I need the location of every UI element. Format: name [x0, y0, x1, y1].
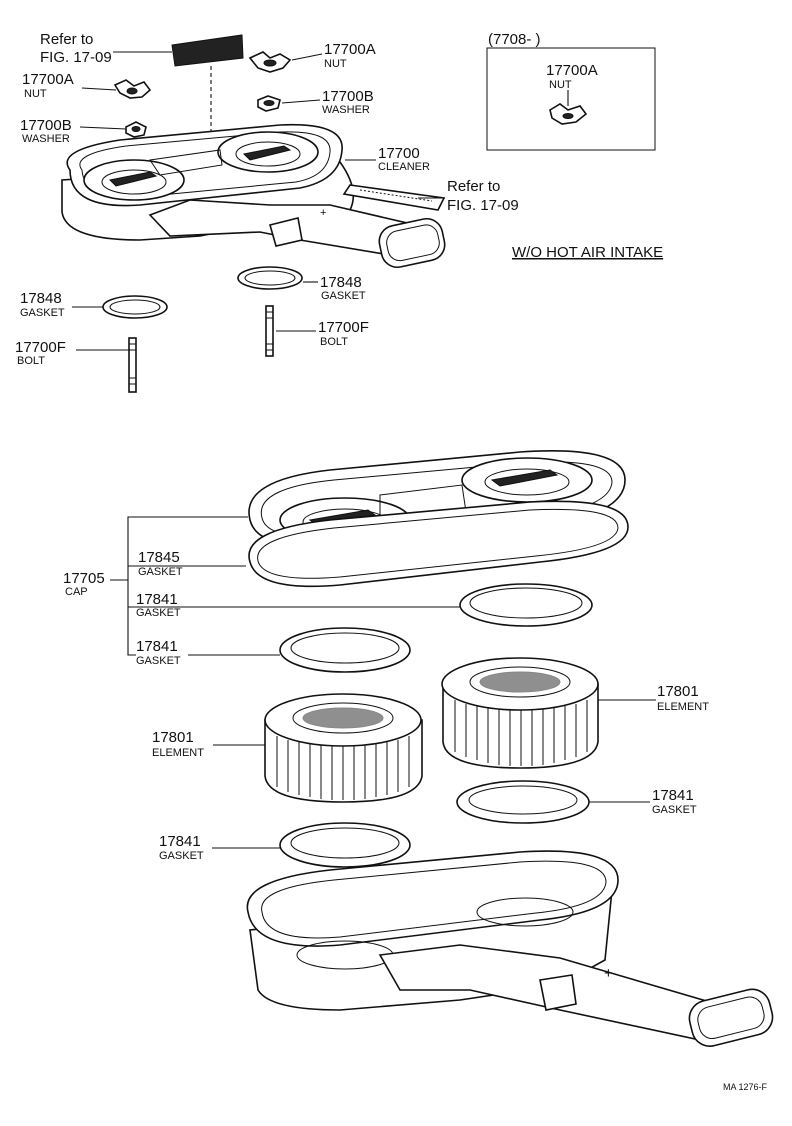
- washer-left-num: 17700B: [20, 117, 72, 134]
- case-mark: +: [604, 965, 613, 982]
- washer-right-num: 17700B: [322, 88, 374, 105]
- bolt-17700f-left: [128, 337, 137, 393]
- snorkel-mark: +: [320, 207, 326, 219]
- refer-top-line2: FIG. 17-09: [40, 49, 112, 66]
- element-left-name: ELEMENT: [152, 747, 204, 759]
- washer-right-leader: [281, 99, 321, 104]
- gasket-left-top-name: GASKET: [20, 307, 65, 319]
- inset-box: [486, 47, 656, 151]
- washer-top: [257, 95, 281, 112]
- element-17801-right: [441, 657, 599, 769]
- cap-gasket-17841b-num: 17841: [136, 638, 178, 655]
- gasket-right-top-name: GASKET: [321, 290, 366, 302]
- nut-left-num: 17700A: [22, 71, 74, 88]
- nut-left-name: NUT: [24, 88, 47, 100]
- gasket-right-low-name: GASKET: [652, 804, 697, 816]
- air-cleaner-case: +: [246, 850, 774, 1047]
- washer-right-name: WASHER: [322, 104, 370, 116]
- inset-nut-name: NUT: [549, 79, 572, 91]
- cap-gasket-17841a-name: GASKET: [136, 607, 181, 619]
- bolt-17700f-right: [265, 305, 274, 357]
- nut-top-right-num: 17700A: [324, 41, 376, 58]
- cleaner-num: 17700: [378, 145, 420, 162]
- gasket-17848-left: [102, 295, 168, 319]
- gasket-left-low-name: GASKET: [159, 850, 204, 862]
- wo-hot-air-intake-note: W/O HOT AIR INTAKE: [512, 244, 663, 261]
- gasket-left-low-num: 17841: [159, 833, 201, 850]
- inset-nut-num: 17700A: [546, 62, 598, 79]
- element-17801-left: [264, 693, 423, 803]
- cap-gasket-17841b-name: GASKET: [136, 655, 181, 667]
- washer-left-name: WASHER: [22, 133, 70, 145]
- nut-top-right-leader: [291, 53, 323, 61]
- cap-bracket: [110, 516, 460, 656]
- cap-name: CAP: [65, 586, 88, 598]
- bolt-left-name: BOLT: [17, 355, 45, 367]
- cap-gasket-17845-num: 17845: [138, 549, 180, 566]
- element-right-name: ELEMENT: [657, 701, 709, 713]
- gasket-17841-right-lower: [456, 780, 590, 824]
- refer-mid-line2: FIG. 17-09: [447, 197, 519, 214]
- washer-left: [125, 121, 147, 138]
- gasket-17841-cap-left: [279, 627, 411, 673]
- refer-strip: [342, 184, 446, 211]
- gasket-right-top-num: 17848: [320, 274, 362, 291]
- refer-plate: [171, 34, 244, 67]
- gasket-17841-left-lower: [279, 822, 411, 868]
- inset-header: (7708- ): [488, 31, 541, 48]
- gasket-17848-right: [237, 266, 303, 290]
- wing-nut-left: [113, 79, 152, 99]
- nut-top-right-name: NUT: [324, 58, 347, 70]
- element-left-num: 17801: [152, 729, 194, 746]
- gasket-17845: [248, 500, 629, 588]
- cap-num: 17705: [63, 570, 105, 587]
- element-right-num: 17801: [657, 683, 699, 700]
- nut-left-leader: [81, 87, 117, 91]
- cap-gasket-17845-name: GASKET: [138, 566, 183, 578]
- bolt-right-num: 17700F: [318, 319, 369, 336]
- washer-left-leader: [79, 126, 127, 130]
- wing-nut-top: [248, 51, 292, 73]
- gasket-right-low-num: 17841: [652, 787, 694, 804]
- refer-top-line1: Refer to: [40, 31, 93, 48]
- air-cleaner-assembly: +: [61, 123, 446, 269]
- cap-gasket-17841a-num: 17841: [136, 591, 178, 608]
- gasket-left-top-num: 17848: [20, 290, 62, 307]
- bolt-left-num: 17700F: [15, 339, 66, 356]
- gasket-17841-cap-right: [459, 583, 593, 627]
- refer-mid-line1: Refer to: [447, 178, 500, 195]
- bolt-right-name: BOLT: [320, 336, 348, 348]
- drawing-code: MA 1276-F: [723, 1082, 768, 1092]
- cleaner-name: CLEANER: [378, 161, 430, 173]
